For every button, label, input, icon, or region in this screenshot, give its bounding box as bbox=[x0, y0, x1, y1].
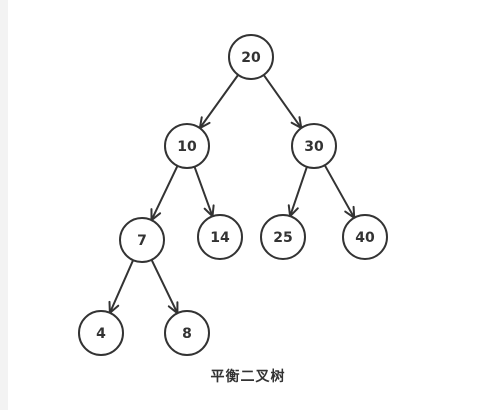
node-label: 7 bbox=[137, 233, 147, 249]
node-circle bbox=[197, 214, 243, 260]
node-circle bbox=[119, 217, 165, 263]
tree-node-7: 7 bbox=[119, 217, 165, 263]
node-label: 25 bbox=[273, 230, 292, 246]
node-circle bbox=[260, 214, 306, 260]
nodes-layer: 20 10 30 7 14 25 40 4 8 bbox=[78, 34, 388, 356]
edge-n30-n25 bbox=[287, 165, 308, 218]
edge-n7-n4 bbox=[108, 259, 135, 314]
edge-n10-n14 bbox=[193, 165, 215, 218]
tree-node-40: 40 bbox=[342, 214, 388, 260]
edge-line bbox=[108, 259, 135, 314]
node-circle bbox=[228, 34, 274, 80]
tree-node-8: 8 bbox=[164, 310, 210, 356]
node-label: 4 bbox=[96, 326, 106, 342]
edge-line bbox=[150, 258, 179, 315]
diagram-caption: 平衡二叉树 bbox=[210, 369, 286, 385]
edge-n30-n40 bbox=[323, 164, 356, 219]
tree-node-20: 20 bbox=[228, 34, 274, 80]
tree-node-14: 14 bbox=[197, 214, 243, 260]
node-circle bbox=[291, 123, 337, 169]
tree-node-30: 30 bbox=[291, 123, 337, 169]
edge-line bbox=[150, 164, 179, 222]
node-label: 8 bbox=[182, 326, 192, 342]
node-label: 14 bbox=[210, 230, 230, 246]
edge-line bbox=[289, 165, 308, 218]
node-circle bbox=[164, 310, 210, 356]
node-label: 30 bbox=[304, 139, 324, 155]
edge-n20-n30 bbox=[262, 73, 303, 130]
edge-line bbox=[193, 165, 214, 218]
node-circle bbox=[342, 214, 388, 260]
node-label: 40 bbox=[355, 230, 375, 246]
edge-n10-n7 bbox=[150, 164, 179, 222]
edges-layer bbox=[108, 73, 356, 315]
edge-line bbox=[323, 164, 356, 219]
edge-line bbox=[262, 73, 303, 130]
tree-node-4: 4 bbox=[78, 310, 124, 356]
tree-node-10: 10 bbox=[164, 123, 210, 169]
edge-line bbox=[198, 73, 240, 130]
edge-n20-n10 bbox=[198, 73, 240, 130]
node-label: 20 bbox=[241, 50, 261, 66]
edge-n7-n8 bbox=[150, 258, 179, 315]
tree-node-25: 25 bbox=[260, 214, 306, 260]
node-circle bbox=[164, 123, 210, 169]
node-label: 10 bbox=[177, 139, 197, 155]
node-circle bbox=[78, 310, 124, 356]
